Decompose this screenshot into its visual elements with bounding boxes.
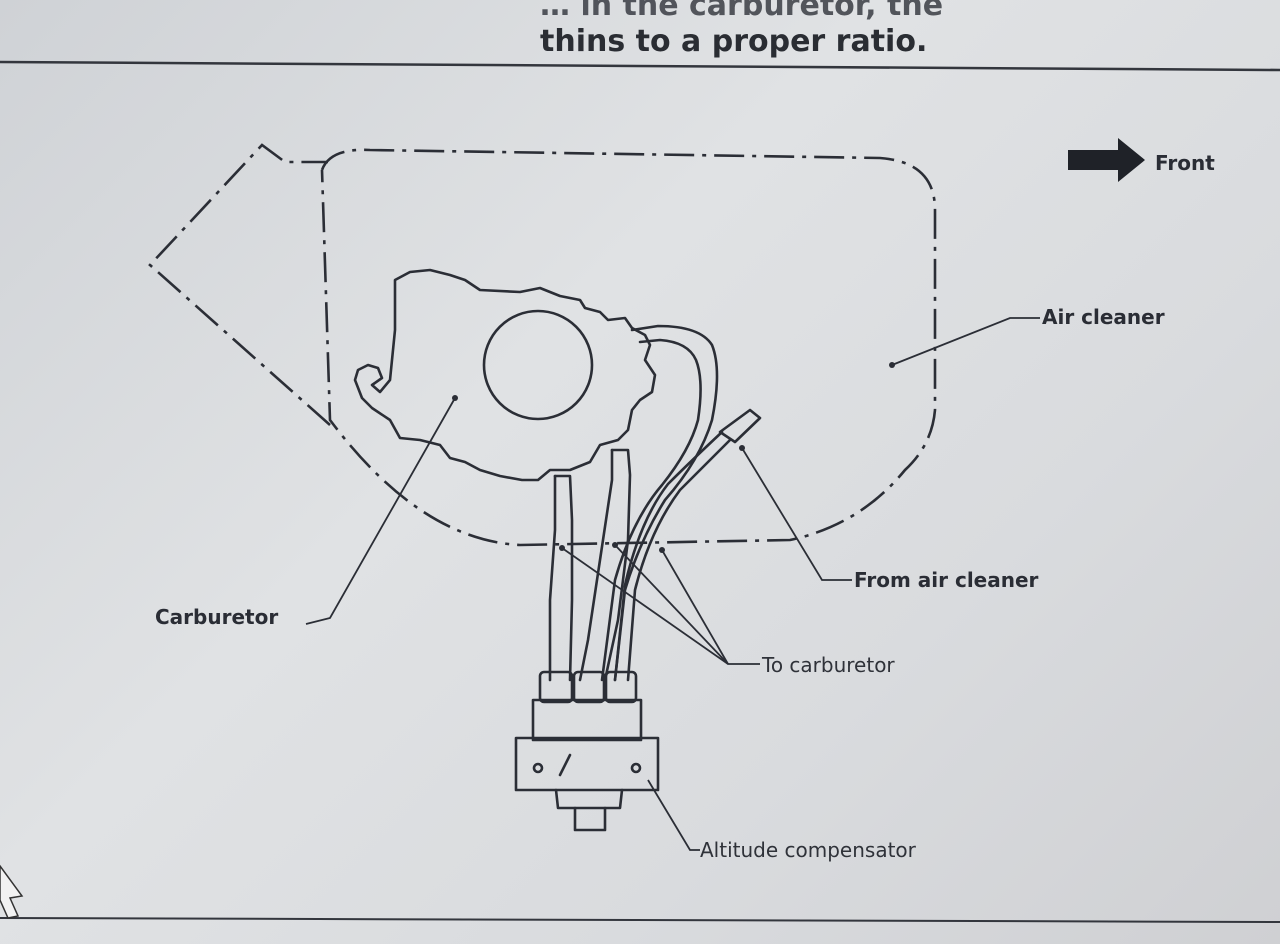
front-arrow-icon — [1068, 138, 1145, 182]
from-air-cleaner-leader — [741, 447, 852, 581]
from-air-cleaner-label: From air cleaner — [854, 568, 1039, 592]
to-carburetor-label: To carburetor — [761, 653, 895, 677]
altitude-compensator-leader — [647, 779, 700, 851]
air-cleaner-leader — [891, 317, 1040, 366]
to-carburetor-dot-2 — [612, 542, 618, 548]
front-label: Front — [1155, 151, 1215, 175]
bottom-rule — [0, 917, 1280, 923]
from-air-cleaner-dot — [739, 445, 745, 451]
top-rule — [0, 60, 1280, 72]
header-text-line-2: thins to a proper ratio. — [540, 24, 928, 59]
mouse-cursor-icon — [0, 864, 24, 919]
to-carburetor-leader-2 — [614, 544, 729, 665]
hoses — [548, 324, 762, 682]
carburetor-dot — [452, 395, 458, 401]
air-cleaner-outline — [148, 143, 937, 547]
to-carburetor-dot-1 — [559, 545, 565, 551]
to-carburetor-leader-1 — [561, 547, 760, 665]
carburetor-label: Carburetor — [155, 605, 278, 629]
carburetor-body — [353, 268, 657, 482]
altitude-compensator-label: Altitude compensator — [700, 838, 917, 862]
air-cleaner-label: Air cleaner — [1042, 305, 1165, 329]
altitude-compensator — [514, 670, 660, 832]
to-carburetor-dot-3 — [659, 547, 665, 553]
to-carburetor-leader-3 — [661, 549, 729, 665]
header-text: … in the carburetor, the thins to a prop… — [540, 0, 1280, 60]
air-cleaner-dot — [889, 362, 895, 368]
header-text-line-1: … in the carburetor, the — [540, 0, 944, 23]
carburetor-leader — [305, 397, 456, 625]
